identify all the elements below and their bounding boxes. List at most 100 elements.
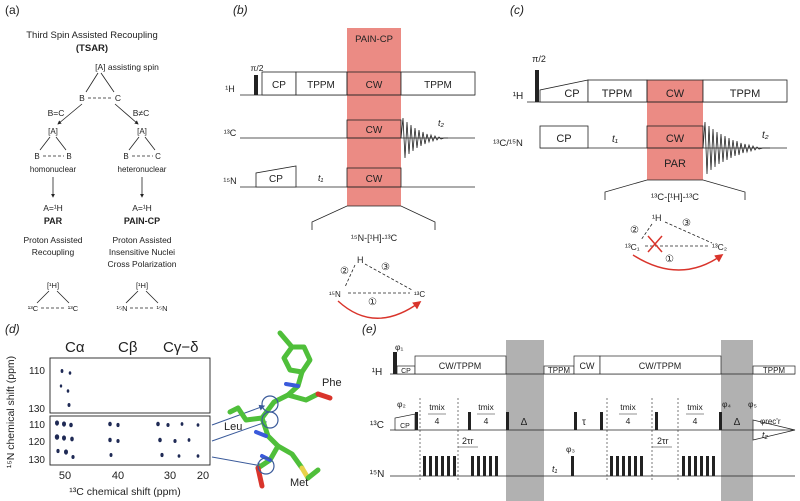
branch-equal: B=C — [48, 108, 65, 118]
e-four-4: 4 — [693, 416, 698, 426]
tri-left-top: [¹H] — [47, 281, 59, 290]
e-cp-c: CP — [400, 423, 410, 430]
b-ch-h: ¹H — [225, 84, 235, 94]
panel-d: (d) Cα Cβ Cγ−δ 110 130 110 120 130 — [5, 322, 342, 498]
tri-left-l: ¹³C — [28, 304, 39, 313]
e-ch-c: ¹³C — [370, 420, 384, 431]
par-desc-1: Proton Assisted — [23, 235, 82, 245]
d-xtick-30: 30 — [164, 470, 176, 482]
paincp-highlight-label: PAIN-CP — [355, 34, 393, 45]
tsar-acronym: (TSAR) — [76, 43, 108, 54]
d-xtick-50: 50 — [59, 470, 71, 482]
e-2tr-1: 2τr — [462, 436, 474, 446]
c-atom-c1: ¹³C₁ — [625, 242, 640, 252]
d-ytick-top-2: 130 — [28, 404, 45, 415]
tri-right-l: ¹⁵N — [116, 304, 127, 313]
paincp-highlight — [347, 28, 401, 206]
c-tppm-2: TPPM — [730, 88, 761, 100]
b-cw-3: CW — [366, 174, 383, 185]
panel-a-label: (a) — [5, 3, 20, 17]
par-name: PAR — [44, 216, 63, 226]
c-atom-c2: ¹³C₂ — [712, 242, 727, 252]
par-highlight — [647, 80, 703, 180]
tri-left-r: ¹³C — [68, 304, 79, 313]
c-cp-ramp: CP — [564, 88, 579, 100]
e-phi4: φ₄ — [722, 399, 732, 409]
tsar-title: Third Spin Assisted Recoupling — [26, 30, 158, 41]
panel-c: (c) ¹H π/2 CP TPPM CW TPPM ¹³C/¹⁵N CP t₁… — [493, 3, 788, 271]
e-cw: CW — [580, 361, 595, 371]
b-bracket-label: ¹⁵N-[¹H]-¹³C — [351, 233, 398, 243]
e-cp-h: CP — [401, 368, 411, 375]
paincp-desc-2: Insensitive Nuclei — [109, 247, 175, 257]
b-pi2-pulse — [254, 75, 258, 95]
left-mid-b2: B — [66, 152, 71, 161]
b-transfer-arrow — [337, 300, 422, 319]
e-delta-1: Δ — [521, 417, 528, 428]
d-cb: Cβ — [118, 339, 138, 356]
b-cw-2: CW — [366, 125, 383, 136]
c-transfer-arrow — [632, 254, 724, 271]
panel-b-label: (b) — [233, 3, 248, 17]
e-tmix-4: tmix — [687, 402, 703, 412]
b-atom-c: ¹³C — [414, 290, 425, 299]
c-bracket-label: ¹³C-[¹H]-¹³C — [651, 192, 699, 203]
d-molecule — [227, 330, 333, 489]
e-phi1: φ₁ — [395, 342, 404, 352]
d-ytick-bot-2: 120 — [28, 437, 45, 448]
c-pi2-label: π/2 — [532, 54, 546, 64]
c-num-1: ① — [665, 254, 674, 265]
d-ylabel: ¹⁵N chemical shift (ppm) — [5, 356, 17, 468]
c-cw-2: CW — [666, 133, 685, 145]
d-ytick-top-1: 110 — [29, 366, 45, 377]
paincp-desc-3: Cross Polarization — [108, 259, 177, 269]
b-tppm-1: TPPM — [307, 80, 335, 91]
e-cwtppm-1: CW/TPPM — [439, 361, 482, 371]
b-cp-h: CP — [272, 80, 286, 91]
e-2tr-2: 2τr — [657, 436, 669, 446]
e-n-pulses — [423, 456, 715, 476]
heteronuclear-label: heteronuclear — [118, 165, 167, 174]
d-ytick-bot-1: 110 — [29, 420, 45, 431]
c-t2: t₂ — [762, 130, 769, 141]
c-ch-h: ¹H — [513, 91, 524, 102]
c-tppm-1: TPPM — [602, 88, 633, 100]
d-peaks-bottom — [54, 420, 200, 459]
c-ch-cn: ¹³C/¹⁵N — [493, 138, 523, 149]
e-four-3: 4 — [626, 416, 631, 426]
left-mid-b: B — [34, 152, 39, 161]
e-four-1: 4 — [435, 416, 440, 426]
d-xtick-20: 20 — [197, 470, 209, 482]
tri-right-top: [¹H] — [136, 281, 148, 290]
c-cw-1: CW — [666, 88, 685, 100]
b-t1: t₁ — [318, 173, 324, 183]
top-b: B — [79, 93, 85, 103]
c-pi2-pulse — [535, 70, 539, 102]
d-met: Met — [290, 477, 308, 489]
d-ca: Cα — [65, 339, 85, 356]
e-phi-rec: φrec'r — [760, 417, 781, 426]
c-par-label: PAR — [664, 158, 686, 170]
e-delta-2: Δ — [734, 417, 741, 428]
e-tppm-1: TPPM — [548, 366, 571, 375]
homonuclear-label: homonuclear — [30, 165, 77, 174]
panel-e: (e) ¹H φ₁ CP CW/TPPM TPPM CW CW/TPPM TPP… — [362, 322, 796, 501]
paincp-name: PAIN-CP — [124, 216, 160, 226]
e-gray-bar-1 — [506, 340, 544, 501]
e-phi3: φ₃ — [566, 444, 575, 454]
e-tppm-2: TPPM — [763, 366, 786, 375]
panel-a: (a) Third Spin Assisted Recoupling (TSAR… — [5, 3, 177, 313]
assisting-spin-label: [A] assisting spin — [95, 62, 159, 72]
d-ytick-bot-3: 130 — [28, 455, 45, 466]
d-spectrum-top — [49, 357, 211, 414]
c-t1: t₁ — [612, 134, 618, 145]
b-ch-n: ¹⁵N — [223, 176, 236, 186]
b-num-2: ② — [340, 266, 349, 277]
c-num-2: ② — [630, 225, 639, 236]
b-fid — [400, 117, 448, 159]
b-cp-n: CP — [269, 174, 283, 185]
e-phi5: φ₅ — [748, 399, 757, 409]
c-num-3: ③ — [682, 218, 691, 229]
e-gray-bar-2 — [721, 340, 753, 501]
